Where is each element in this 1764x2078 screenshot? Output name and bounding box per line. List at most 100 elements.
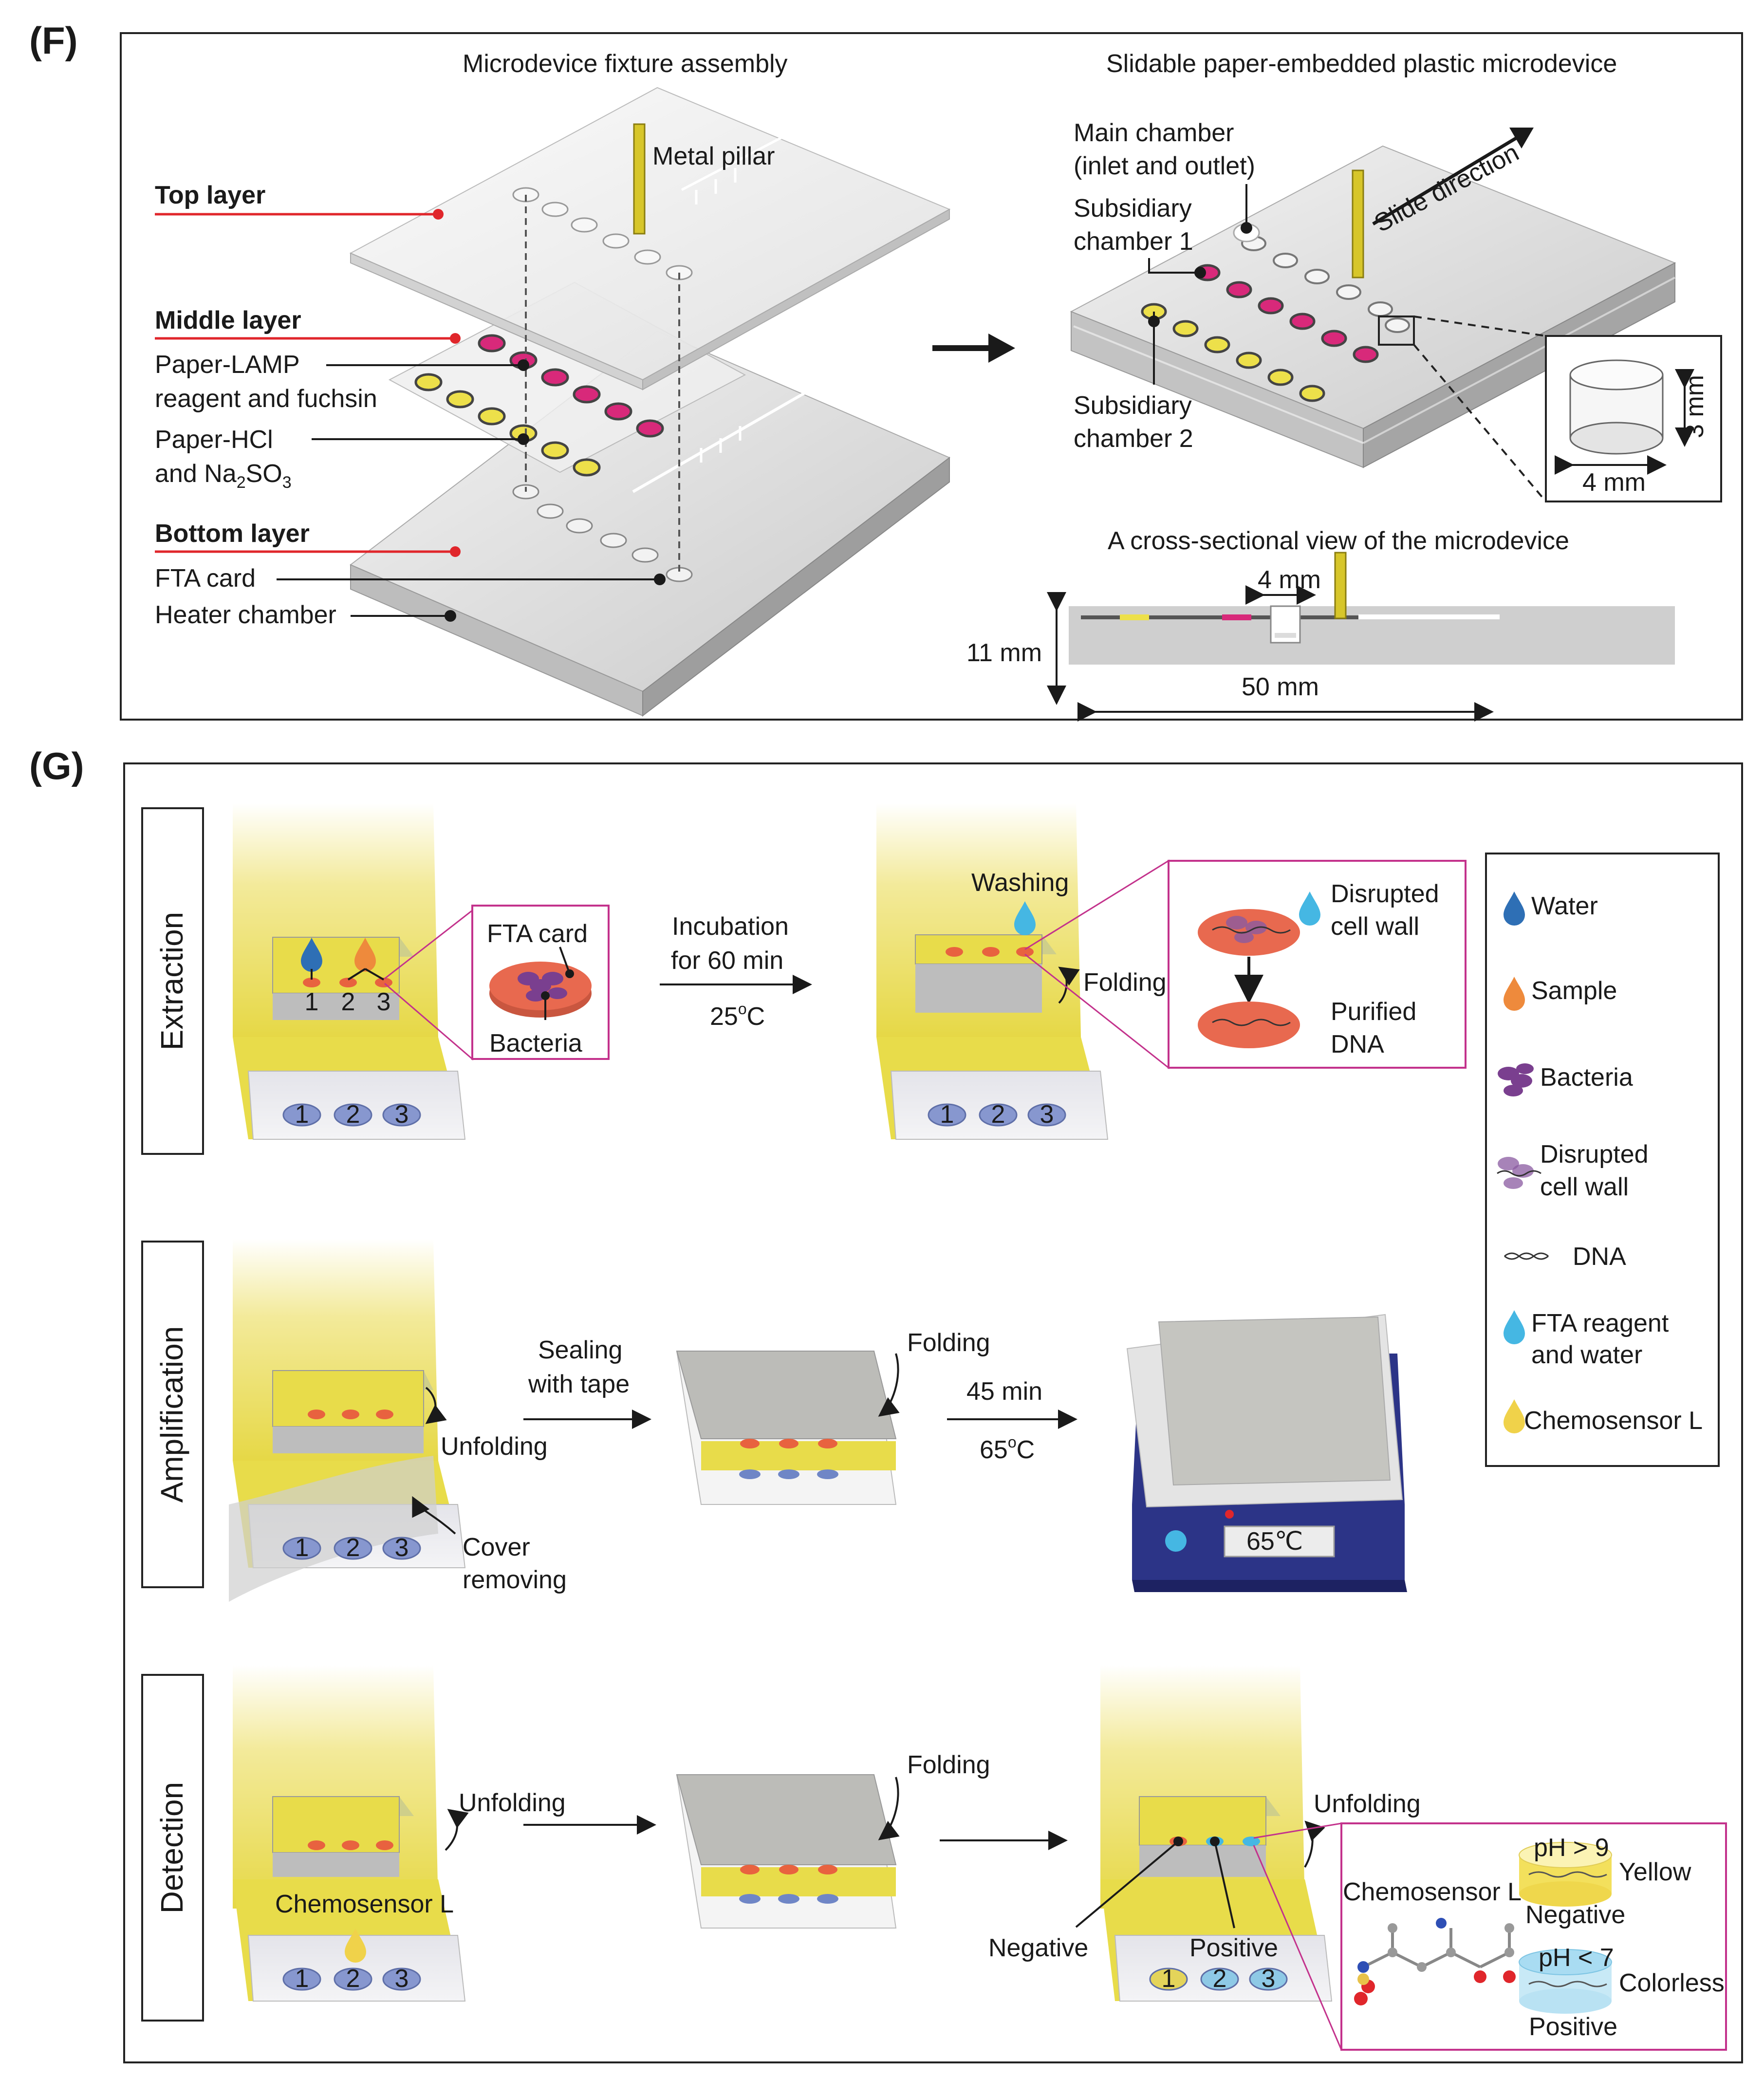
- zoom-region-box: [1378, 315, 1415, 346]
- amp-base-circles: [282, 1537, 421, 1560]
- top-layer-label: Top layer: [155, 181, 265, 209]
- det1-base-number-1: 1: [295, 1965, 309, 1993]
- amp-base-number-2: 2: [346, 1534, 360, 1562]
- heater-chamber-label: Heater chamber: [155, 601, 336, 629]
- ext-base-circles-1: [282, 1103, 421, 1127]
- legend-label-disrupted-2: cell wall: [1540, 1173, 1629, 1201]
- extraction-device-1-spots: [303, 978, 392, 987]
- det2-base-number-2: 2: [1213, 1965, 1227, 1993]
- negative-leader: [1075, 1840, 1179, 1928]
- main-chamber-label-2: (inlet and outlet): [1074, 152, 1255, 180]
- metal-pillar: [633, 123, 646, 235]
- ext-base-number-3: 3: [395, 1100, 409, 1129]
- top-layer-dot: [433, 209, 444, 220]
- sealing-label-2: with tape: [528, 1370, 630, 1398]
- legend-box: [1485, 853, 1720, 1467]
- stage-label-amplification: Amplification: [154, 1326, 189, 1503]
- amp-base-number-1: 1: [295, 1534, 309, 1562]
- legend-label-water: Water: [1531, 892, 1598, 920]
- assembly-arrow: [932, 334, 1015, 363]
- middle-layer-label: Middle layer: [155, 306, 301, 334]
- detect-folding-arrow: [878, 1777, 900, 1840]
- amp-time: 45 min: [966, 1377, 1042, 1406]
- incubation-temp: 25oC: [710, 1000, 765, 1031]
- subsidiary-1-leader: [1148, 258, 1200, 274]
- seal-folding-arrow: [878, 1353, 900, 1417]
- bottom-layer-dot: [450, 546, 461, 557]
- cross-4mm-label: 4 mm: [1258, 566, 1321, 594]
- detect-unfolding-label-1: Unfolding: [459, 1789, 566, 1817]
- extraction-device-1: [233, 803, 466, 1140]
- subsidiary-1-dot: [1194, 267, 1206, 278]
- legend-items: Water Sample Bacteria Disrupted cell wal…: [1497, 891, 1703, 1435]
- ext2-base-number-2: 2: [991, 1100, 1005, 1129]
- cover-removing-arrow: [412, 1496, 456, 1535]
- subsidiary-1-label-2: chamber 1: [1074, 227, 1193, 256]
- detect-folding-label: Folding: [907, 1751, 990, 1779]
- yellow-disk: [1519, 1842, 1612, 1907]
- ext-base-number-1: 1: [295, 1100, 309, 1129]
- paper-hcl-label-2: and Na2SO3: [155, 460, 292, 492]
- fta-card-inset-label: FTA card: [487, 920, 588, 948]
- paper-hcl-label-1: Paper-HCl: [155, 426, 273, 454]
- paper-lamp-label-2: reagent and fuchsin: [155, 385, 377, 413]
- yellow-label: Yellow: [1619, 1858, 1691, 1886]
- detect-unfolding-arrow-2: [1304, 1820, 1325, 1868]
- middle-layer-pink-spots: [478, 334, 664, 438]
- folding-label: Folding: [1083, 968, 1167, 997]
- disrupted-dna-strands: [1212, 926, 1291, 934]
- legend-disrupted-cell-icon: [1497, 1157, 1541, 1189]
- amp-base-number-3: 3: [395, 1534, 409, 1562]
- hot-plate-display: 65℃: [1246, 1527, 1303, 1556]
- legend-bacteria-icon: [1498, 1063, 1534, 1096]
- bottom-layer-label: Bottom layer: [155, 520, 310, 548]
- fta-inset-dot-1: [565, 969, 574, 978]
- paper-hcl-dot: [518, 433, 529, 445]
- colorless-label: Colorless: [1619, 1969, 1725, 1997]
- legend-label-dna: DNA: [1573, 1243, 1626, 1271]
- panel-f-letter: (F): [29, 19, 78, 62]
- subsidiary-2-label-2: chamber 2: [1074, 425, 1193, 453]
- det2-base-number-1: 1: [1162, 1965, 1176, 1993]
- extraction-drop-leaders: [311, 968, 385, 981]
- unfolding-arrow: [425, 1387, 447, 1424]
- fta-card-label: FTA card: [155, 564, 256, 593]
- inset-chemosensor-label: Chemosensor L: [1343, 1878, 1522, 1906]
- bacteria-icon: [518, 972, 567, 1002]
- det2-base-number-3: 3: [1262, 1965, 1276, 1993]
- det1-base-number-2: 2: [346, 1965, 360, 1993]
- bottom-layer-holes: [512, 484, 693, 582]
- ext-base-circles-2: [928, 1103, 1066, 1127]
- legend-label-sample: Sample: [1531, 977, 1617, 1005]
- ext-spot-number-2: 2: [341, 988, 355, 1016]
- detect-chemosensor-label: Chemosensor L: [275, 1890, 454, 1918]
- middle-layer-yellow-spots: [414, 373, 601, 477]
- legend-label-fta-1: FTA reagent: [1531, 1309, 1669, 1337]
- incubation-label-1: Incubation: [672, 912, 789, 941]
- purified-label-2: DNA: [1331, 1030, 1384, 1058]
- detect-unfolding-label-2: Unfolding: [1314, 1790, 1421, 1818]
- det2-base-circles: [1149, 1967, 1288, 1991]
- paper-lamp-label-1: Paper-LAMP: [155, 351, 300, 379]
- fta-card-dot: [654, 574, 666, 585]
- subsidiary-2-label-1: Subsidiary: [1074, 391, 1192, 420]
- negative-label: Negative: [988, 1934, 1088, 1962]
- cross-11mm-label: 11 mm: [966, 639, 1042, 667]
- positive-leader: [1214, 1841, 1235, 1929]
- cross-section: [1047, 552, 1675, 722]
- chamber-zoom-inset: [1413, 315, 1722, 502]
- purified-dna: [1212, 1019, 1291, 1026]
- stage-box-amplification: [141, 1241, 204, 1588]
- assembled-yellow-spots: [1141, 303, 1325, 402]
- panel-g-letter: (G): [29, 744, 84, 787]
- heater-chamber-dot: [445, 610, 456, 622]
- ext2-base-number-3: 3: [1040, 1100, 1054, 1129]
- slidable-title: Slidable paper-embedded plastic microdev…: [1106, 50, 1617, 78]
- detection-sealed-device: [676, 1774, 897, 1929]
- molecule-icon: [1354, 1918, 1516, 2005]
- subsidiary-2-dot: [1148, 315, 1160, 327]
- stage-label-extraction: Extraction: [154, 912, 189, 1051]
- ext-base-number-2: 2: [346, 1100, 360, 1129]
- bacteria-inset-label: Bacteria: [489, 1029, 582, 1058]
